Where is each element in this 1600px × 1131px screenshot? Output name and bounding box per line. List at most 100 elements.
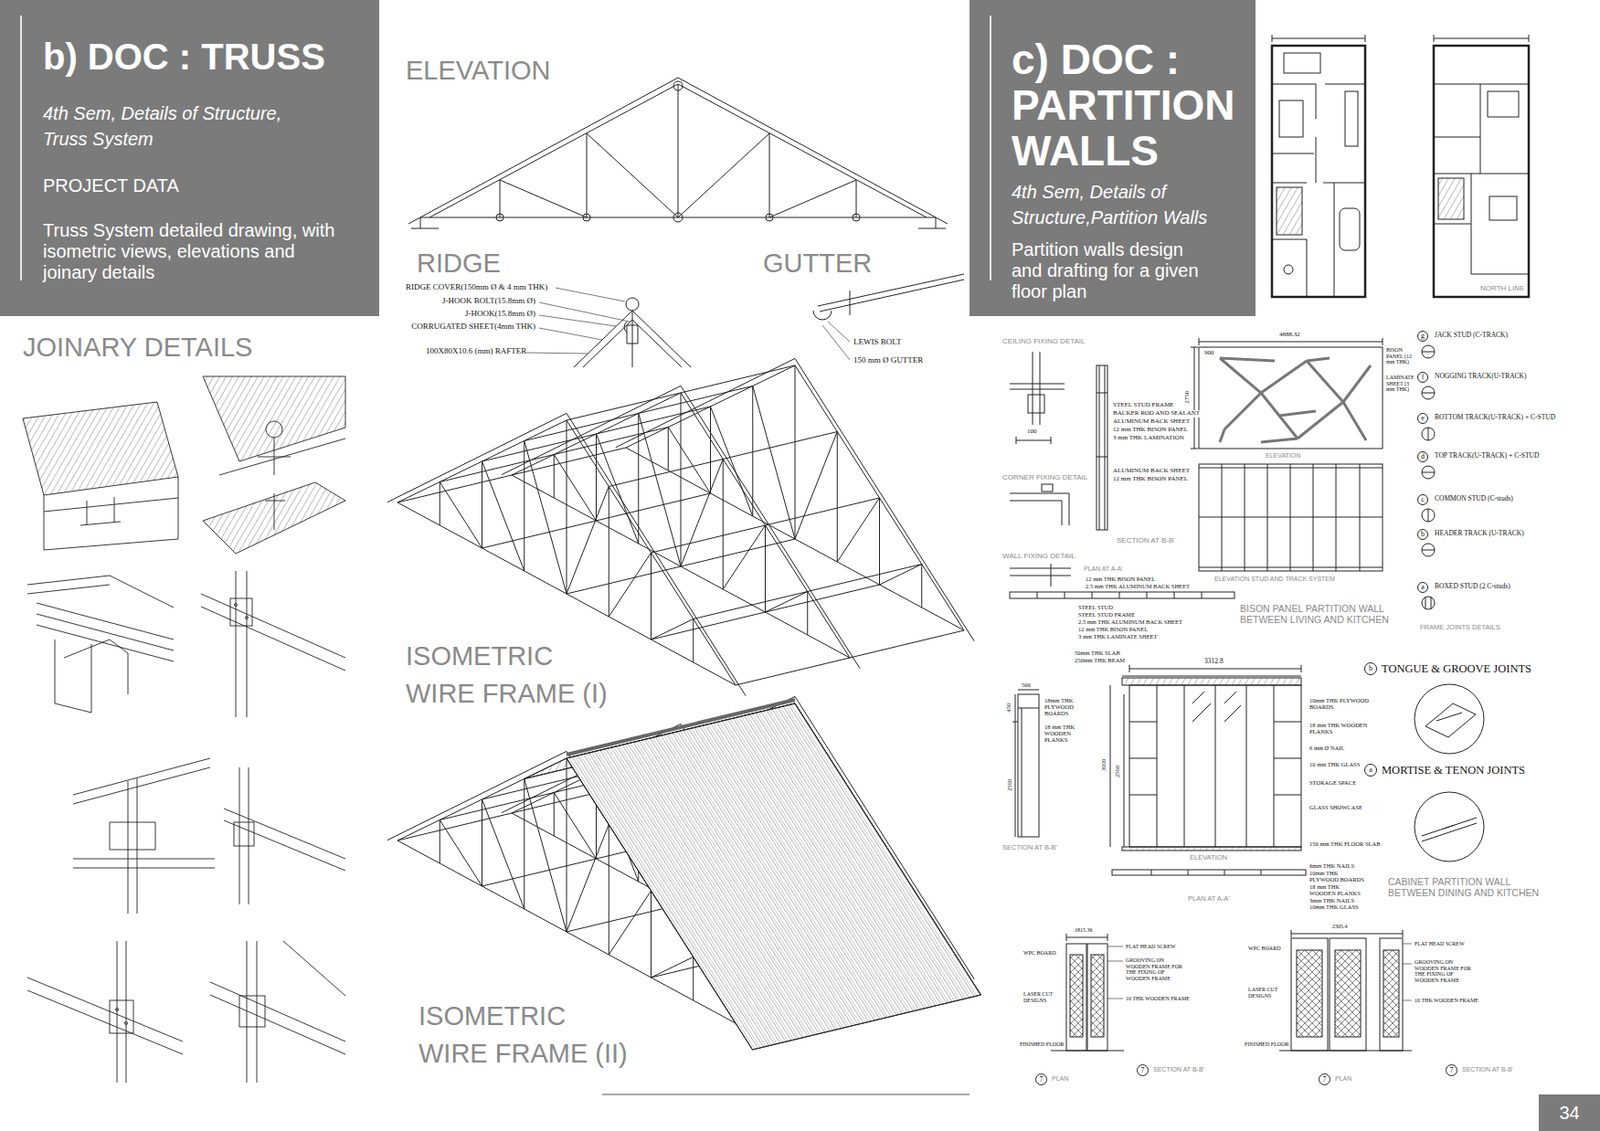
cabinet-partition-details (1414, 792, 1484, 862)
drawing-title: WALL FIXING DETAIL (1002, 552, 1076, 562)
door-details (1329, 938, 1367, 1051)
annotation: COMMON STUD (C-studs) (1434, 495, 1514, 503)
dimension: 2560 (1005, 779, 1012, 792)
bison-partition-details (1421, 392, 1435, 394)
annotation: 10mm THK PLYWOOD BOARDS (1309, 697, 1374, 710)
joinery-sketches (234, 603, 238, 607)
callout-letter: f (1417, 371, 1429, 383)
annotation: LEWIS BOLT (853, 338, 901, 348)
door-details (1066, 930, 1403, 942)
bison-partition-details (1009, 592, 1235, 599)
joint-title: TONGUE & GROOVE JOINTS (1381, 663, 1532, 677)
bison-partition-details (1421, 427, 1435, 441)
gutter-detail (822, 321, 850, 361)
callout-text: g (1420, 332, 1425, 340)
cabinet-partition-details (1017, 694, 1039, 838)
section-heading: JOINARY DETAILS (22, 328, 253, 367)
dimension: 500 (1021, 681, 1031, 689)
floor-plans (1339, 208, 1360, 251)
bison-partition-details (1219, 358, 1371, 443)
annotation: GROOVING ON WOODEN FRAME FOR THE FIXING … (1125, 957, 1190, 982)
elevation-truss (496, 213, 504, 222)
bison-partition-details (1421, 550, 1435, 551)
bison-partition-details (1009, 351, 1065, 445)
description: Truss System detailed drawing, with isom… (42, 220, 345, 284)
bison-partition-details (1027, 394, 1045, 414)
callout-letter: d (1417, 451, 1429, 463)
joinery-sketches (233, 822, 255, 847)
isometric-truss-2 (387, 599, 982, 1050)
drawing-title: SECTION AT B-B' (1462, 1066, 1514, 1074)
bison-partition-details (1198, 464, 1383, 572)
page-number-text: 34 (1558, 1103, 1579, 1123)
cabinet-partition-details (1414, 684, 1484, 754)
annotation: 6mm THK NAILS (1309, 862, 1355, 869)
annotation: 18mm THK PLYWOOD BOARDS (1044, 697, 1092, 717)
callout-letter: b (1417, 529, 1429, 541)
cabinet-partition-details (1110, 685, 1124, 848)
subtitle: 4th Sem, Details of Structure,Partition … (1011, 179, 1240, 231)
cabinet-partition-details (1012, 689, 1039, 838)
annotation: 12 mm THK BISON PANEL (1085, 575, 1155, 583)
bison-partition-details (1421, 596, 1435, 610)
cabinet-partition-details (1425, 703, 1476, 738)
floor-plans (1487, 91, 1519, 117)
drawing-title: PLAN AT A-A' (1083, 565, 1124, 573)
joinery-sketches (210, 941, 346, 1083)
drawing-title: SECTION AT B-B' (1153, 1066, 1205, 1074)
joinery-sketches (219, 437, 346, 476)
section-heading: RIDGE (416, 244, 501, 283)
annotation: 12 mm THK BISON PANEL (1078, 625, 1148, 633)
cabinet-partition-details (1122, 665, 1302, 677)
cabinet-partition-details (1122, 678, 1302, 686)
cabinet-partition-details (1421, 817, 1477, 842)
annotation: 3 mm THK LAMINATE SHEET (1078, 633, 1158, 640)
callout-text: b (1368, 665, 1373, 673)
door-details (1091, 954, 1104, 1038)
drawing-title: ELEVATION (1265, 452, 1301, 460)
door-details (1087, 943, 1108, 1051)
annotation: 10 THK WOODEN FRAME (1125, 996, 1190, 1003)
sheet-title: b) DOC : TRUSS (42, 34, 326, 79)
joinery-sketches (245, 616, 249, 620)
joinery-sketches (264, 493, 286, 530)
callout-text: d (1420, 453, 1425, 461)
callout-text: a (1368, 766, 1373, 774)
annotation: 18 mm THK WOODEN PLANKS (1309, 721, 1374, 735)
annotation: FINISHED FLOOR (1019, 1041, 1065, 1049)
annotation: ALUMINUM BACK SHEET (1112, 467, 1190, 476)
elevation-truss (582, 213, 591, 222)
drawing-title: FRAME JOINTS DETAILS (1419, 624, 1501, 632)
joinery-sketches (265, 421, 283, 438)
annotation: 3mm THK NAILS (1309, 897, 1355, 904)
annotation: BOTTOM TRACK(U-TRACK) + C-STUD (1434, 413, 1556, 422)
annotation: 6 mm Ø NAIL (1309, 744, 1345, 752)
joinery-sketches (201, 571, 346, 718)
annotation: JACK STUD (C-TRACK) (1434, 331, 1508, 340)
header-panel: b) DOC : TRUSS4th Sem, Details of Struct… (0, 0, 380, 317)
annotation: PLYWOOD BOARDS (1309, 876, 1365, 883)
joinery-sketches (22, 402, 179, 496)
joinery-sketches (239, 996, 265, 1028)
annotation: 50mm THK SLAB (1074, 649, 1121, 657)
bison-partition-details (1421, 508, 1435, 522)
bison-partition-details (1421, 351, 1435, 353)
annotation: FINISHED FLOOR (1244, 1041, 1290, 1049)
bison-partition-details (1198, 464, 1383, 572)
bison-partition-details (1096, 365, 1108, 530)
annotation: STEEL STUD FRAME (1078, 611, 1135, 618)
drawing-title: SECTION AT B-B' (1116, 537, 1176, 546)
bison-partition-details (1190, 338, 1383, 449)
callout-text: e (1420, 414, 1425, 423)
ridge-detail (524, 287, 630, 354)
ridge-detail (573, 310, 691, 368)
annotation: HEADER TRACK (U-TRACK) (1434, 529, 1525, 538)
elevation-truss (673, 212, 683, 223)
drawing-title: SECTION AT B-B' (1002, 844, 1058, 852)
floor-plans (1271, 34, 1529, 297)
floor-plans (1276, 187, 1303, 235)
dimension: 2560 (1112, 765, 1120, 778)
annotation: LASER CUT DESIGNS (1248, 986, 1289, 999)
elevation-truss (765, 213, 774, 222)
